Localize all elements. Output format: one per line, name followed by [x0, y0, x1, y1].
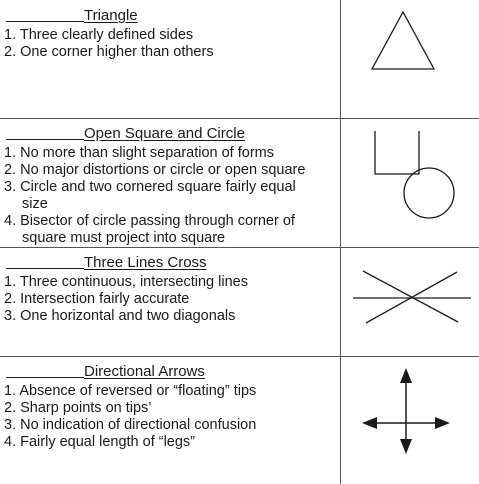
criteria-list: 1. Three clearly defined sides 2. One co… [4, 27, 214, 61]
triangle-shape [370, 10, 436, 70]
figure-three-lines-cross [341, 247, 479, 356]
arrow-left-tip [362, 417, 377, 429]
section-triangle: Triangle 1. Three clearly defined sides … [0, 0, 340, 118]
section-three-lines-cross: Three Lines Cross 1. Three continuous, i… [0, 247, 340, 356]
row-divider-3 [0, 356, 479, 357]
arrow-down-tip [400, 439, 412, 454]
criterion: 1. Absence of reversed or “floating” tip… [4, 383, 257, 399]
figure-directional-arrows [341, 356, 479, 484]
criterion: 1. No more than slight separation of for… [4, 145, 274, 161]
row-divider-1 [0, 118, 479, 119]
criteria-list: 1. Three continuous, intersecting lines … [4, 274, 248, 325]
column-divider [340, 0, 341, 484]
arrow-up-tip [400, 368, 412, 383]
section-title-text: Triangle [84, 7, 138, 24]
criterion: 1. Three continuous, intersecting lines [4, 274, 248, 290]
section-title-text: Three Lines Cross [84, 254, 207, 271]
figure-open-square-and-circle [341, 118, 479, 247]
criterion: 2. Sharp points on tips’ [4, 400, 152, 416]
section-title: Three Lines Cross [6, 254, 207, 271]
section-open-square-and-circle: Open Square and Circle 1. No more than s… [0, 118, 340, 247]
section-title: Triangle [6, 7, 138, 24]
section-title: Open Square and Circle [6, 125, 245, 142]
criterion: 3. Circle and two cornered square fairly… [4, 179, 296, 212]
figure-triangle [341, 0, 479, 118]
diagonal-line-2 [365, 271, 458, 324]
criterion: 1. Three clearly defined sides [4, 27, 194, 43]
criterion: 4. Fairly equal length of “legs” [4, 434, 196, 450]
criterion: 4. Bisector of circle passing through co… [4, 213, 295, 246]
diagonal-line-1 [362, 270, 459, 323]
arrow-right-tip [435, 417, 450, 429]
circle-shape [403, 167, 455, 219]
criteria-list: 1. Absence of reversed or “floating” tip… [4, 383, 256, 451]
section-title-text: Directional Arrows [84, 363, 205, 380]
criteria-list: 1. No more than slight separation of for… [4, 145, 305, 247]
criterion: 2. Intersection fairly accurate [4, 291, 190, 307]
criterion: 3. One horizontal and two diagonals [4, 308, 236, 324]
criterion: 3. No indication of directional confusio… [4, 417, 257, 433]
row-divider-2 [0, 247, 479, 248]
criterion: 2. No major distortions or circle or ope… [4, 162, 306, 178]
open-square-shape [374, 131, 420, 175]
section-directional-arrows: Directional Arrows 1. Absence of reverse… [0, 356, 340, 484]
section-title-text: Open Square and Circle [84, 125, 245, 142]
criterion: 2. One corner higher than others [4, 44, 214, 60]
section-title: Directional Arrows [6, 363, 205, 380]
